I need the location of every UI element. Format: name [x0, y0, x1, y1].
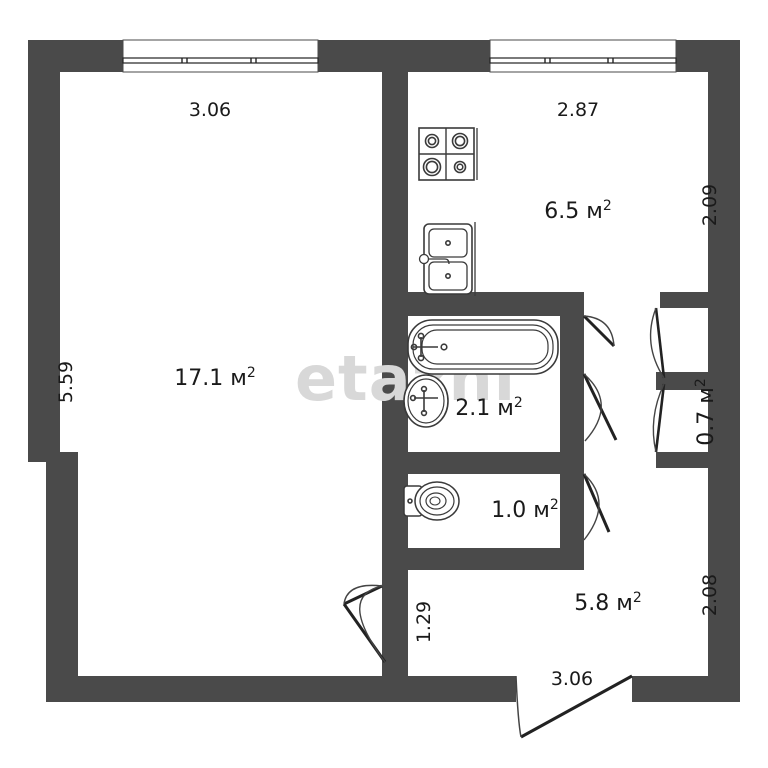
- svg-text:2.1 м2: 2.1 м2: [455, 395, 523, 421]
- dimension-hallway-height: 2.08: [699, 574, 721, 616]
- svg-text:6.5 м2: 6.5 м2: [544, 198, 612, 224]
- bathroom-unit: м: [497, 396, 514, 421]
- room-label-bathroom: 2.1 м2: [455, 395, 523, 421]
- dimension-kitchen-width: 2.87: [557, 99, 599, 121]
- room-label-hallway: 5.8 м2: [574, 590, 642, 616]
- closet-small-unit: м: [694, 387, 719, 404]
- closet-door-upper: [649, 307, 666, 379]
- room-label-kitchen: 6.5 м2: [544, 198, 612, 224]
- bathroom-door: [582, 373, 618, 442]
- svg-text:1.0 м2: 1.0 м2: [491, 497, 559, 523]
- dimension-kitchen-height: 2.09: [699, 184, 721, 226]
- living-room-exp: 2: [247, 365, 256, 381]
- bathtub-icon: [407, 319, 559, 375]
- windows: [122, 39, 677, 73]
- bathroom-area: 2.1: [455, 396, 490, 421]
- closet-small-area: 0.7: [694, 411, 719, 446]
- kitchen-area: 6.5: [544, 199, 579, 224]
- living-room-area: 17.1: [174, 366, 223, 391]
- living-room-window: [122, 39, 319, 73]
- hallway-exp: 2: [633, 590, 642, 606]
- kitchen-door: [582, 314, 616, 348]
- living-room-unit: м: [230, 366, 247, 391]
- kitchen-sink-icon: [418, 222, 476, 296]
- room-label-closet-small: 0.7 м2: [693, 378, 719, 446]
- kitchen-window: [489, 39, 677, 73]
- room-label-toilet: 1.0 м2: [491, 497, 559, 523]
- dimension-hallway-width: 3.06: [551, 668, 593, 690]
- svg-text:17.1 м2: 17.1 м2: [174, 365, 256, 391]
- closet-small-exp: 2: [693, 378, 709, 387]
- svg-text:0.7 м2: 0.7 м2: [693, 378, 719, 446]
- toilet-icon: [403, 481, 460, 521]
- doors: [342, 307, 666, 739]
- living-room-door: [342, 584, 387, 663]
- toilet-area: 1.0: [491, 498, 526, 523]
- walls: [28, 40, 740, 702]
- dimension-labels: 3.06 2.87 5.59 2.09 2.08 1.29 3.06: [55, 99, 721, 690]
- stove-icon: [418, 127, 478, 181]
- kitchen-exp: 2: [603, 198, 612, 214]
- dimension-living-room-width: 3.06: [189, 99, 231, 121]
- toilet-exp: 2: [550, 497, 559, 513]
- room-labels: 17.1 м2 6.5 м2 2.1 м2 1.0 м2 5.8 м2 0.7: [174, 198, 719, 616]
- bathroom-exp: 2: [514, 395, 523, 411]
- dimension-living-room-height: 5.59: [55, 361, 77, 403]
- closet-door-lower: [652, 383, 666, 453]
- entrance-door: [515, 674, 633, 739]
- kitchen-unit: м: [586, 199, 603, 224]
- fixtures: [403, 127, 559, 521]
- hallway-unit: м: [616, 591, 633, 616]
- dimension-living-room-door-width: 1.29: [413, 601, 435, 643]
- toilet-door: [582, 473, 611, 541]
- room-label-living-room: 17.1 м2: [174, 365, 256, 391]
- washbasin-icon: [403, 374, 449, 428]
- svg-text:5.8 м2: 5.8 м2: [574, 590, 642, 616]
- hallway-area: 5.8: [574, 591, 609, 616]
- toilet-unit: м: [533, 498, 550, 523]
